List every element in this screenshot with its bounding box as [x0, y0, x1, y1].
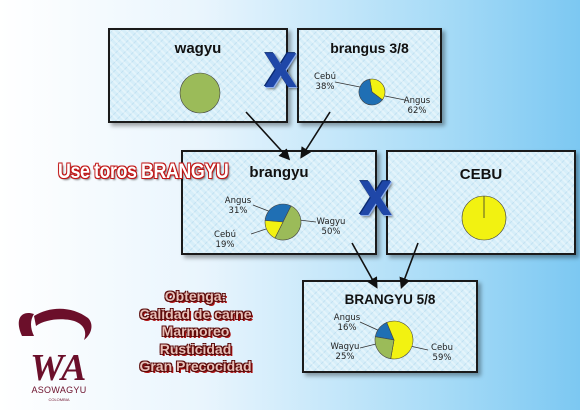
brangus-title: brangus 3/8 [330, 40, 409, 56]
wagyu-box: wagyu [108, 28, 288, 123]
obtenga-line: Rusticidad [159, 340, 232, 357]
brangyu-wagyu-label: Wagyu 50% [316, 217, 346, 237]
cross-symbol-top: X [263, 44, 298, 98]
arrow-cebu-to-brangyu58 [399, 242, 419, 289]
cebu-pie [461, 195, 507, 241]
brangus-angus-label: Angus 62% [403, 96, 431, 116]
cross-symbol-middle: X [358, 172, 393, 226]
cebu-box: CEBU [386, 150, 576, 255]
cebu-title: CEBU [459, 166, 503, 183]
arrow-brangyu-to-brangyu58 [351, 242, 378, 289]
brangyu58-wagyu-label: Wagyu 25% [330, 342, 360, 362]
pie-slice-ceb [264, 220, 284, 239]
brangyu-box: brangyu Angus 31% Cebú 19% Wagyu 50% [181, 150, 377, 255]
brangus-angus-leader [384, 95, 406, 101]
brangyu58-pie [359, 320, 429, 360]
brangus-cebu-label: Cebú 38% [314, 72, 336, 92]
brangyu58-wagyu-leader [359, 343, 377, 349]
obtenga-list: Obtenga: Calidad de carne Marmoreo Rusti… [108, 288, 283, 376]
obtenga-line: Gran Precocidad [139, 358, 252, 374]
arrow-brangus-to-brangyu [300, 111, 331, 159]
pie-slice-cebu [386, 320, 414, 360]
pie-slice-wagyu [274, 205, 302, 241]
brangus-pie [334, 78, 406, 106]
wagyu-pie [179, 72, 221, 114]
brangyu58-cebu-leader [409, 345, 429, 351]
brangyu-angus-leader [252, 204, 272, 213]
brangyu-pie [250, 203, 317, 241]
obtenga-line: Calidad de carne [139, 305, 252, 322]
arrow-wagyu-to-brangyu [245, 111, 291, 161]
brangus-box: brangus 3/8 Cebú 38% Angus 62% [297, 28, 442, 123]
pie-slice-angus [264, 203, 292, 223]
pie-slice-ceb [369, 78, 386, 101]
logo-sub: COLOMBIA [48, 397, 70, 402]
brangyu58-cebu-label: Cebu 59% [431, 343, 453, 363]
obtenga-line: Marmoreo [161, 323, 230, 339]
pie-slice-angus [358, 78, 383, 106]
wagyu-title: wagyu [174, 40, 222, 57]
logo-name: ASOWAGYU [31, 385, 87, 395]
brangyu58-title: BRANGYU 5/8 [344, 292, 436, 307]
brangyu-cebu-leader [250, 227, 270, 235]
brangyu-title: brangyu [249, 164, 309, 181]
brangyu58-angus-label: Angus 16% [333, 313, 361, 333]
pie-slice-wagyu [374, 336, 395, 360]
pie-slice-wagyu [179, 72, 221, 114]
brangyu-wagyu-leader [298, 219, 317, 223]
use-toros-heading: Use toros BRANGYU [58, 160, 229, 183]
brangyu58-box: BRANGYU 5/8 Angus 16% Wagyu 25% Cebu 59% [302, 280, 478, 373]
brangyu-cebu-label: Cebú 19% [214, 230, 236, 250]
obtenga-line: Obtenga: [164, 288, 227, 304]
brangyu-angus-label: Angus 31% [224, 196, 252, 216]
